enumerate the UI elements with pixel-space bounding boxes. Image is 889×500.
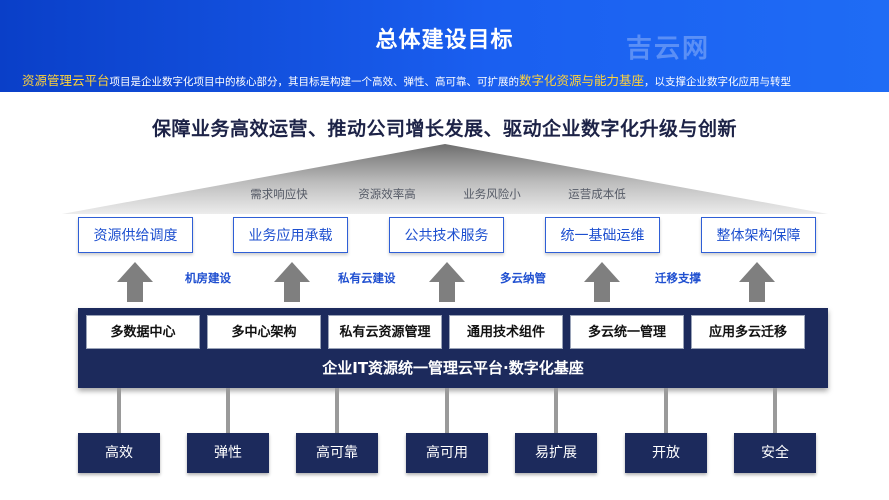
module-multicloud-mgmt: 多云统一管理 [570,315,684,349]
pillar [554,388,558,434]
platform-label: 企业IT资源统一管理云平台·数字化基座 [322,359,584,377]
goal-app-hosting: 业务应用承载 [233,217,348,253]
up-arrow-icon [117,262,153,302]
goal-public-tech-service: 公共技术服务 [389,217,504,253]
subtitle-highlight-base: 数字化资源与能力基座 [519,73,645,88]
subtitle-text: 项目是企业数字化项目中的核心部分，其目标是构建一个高效、弹性、高可靠、可扩展的 [109,76,520,88]
pillar [335,388,339,434]
goal-unified-ops: 统一基础运维 [545,217,660,253]
module-common-components: 通用技术组件 [449,315,563,349]
attribute-available: 高可用 [406,433,488,473]
subtitle: 资源管理云平台项目是企业数字化项目中的核心部分，其目标是构建一个高效、弹性、高可… [22,70,882,89]
subtitle-text-end: ，以支撑企业数字化应用与转型 [644,76,792,88]
attribute-reliable: 高可靠 [296,433,378,473]
roof-label-response: 需求响应快 [250,187,308,201]
roof-label-cost: 运营成本低 [568,187,626,201]
pillar [445,388,449,434]
pillar [226,388,230,434]
up-arrow-icon [584,262,620,302]
watermark: 吉云网 [626,34,711,64]
pillar [117,388,121,434]
module-multi-center-arch: 多中心架构 [207,315,321,349]
header-band [0,0,889,92]
mission-statement: 保障业务高效运营、推动公司增长发展、驱动企业数字化升级与创新 [151,118,737,140]
page-title: 总体建设目标 [375,28,514,53]
module-private-cloud-mgmt: 私有云资源管理 [328,315,442,349]
attribute-scalable: 易扩展 [515,433,597,473]
arrow-label-datacenter: 机房建设 [185,271,231,285]
arrow-label-private-cloud: 私有云建设 [338,271,396,285]
roof-label-risk: 业务风险小 [463,187,521,201]
arrow-label-migration: 迁移支撑 [655,271,701,285]
attribute-elastic: 弹性 [187,433,269,473]
attribute-secure: 安全 [734,433,816,473]
attribute-open: 开放 [625,433,707,473]
goal-resource-scheduling: 资源供给调度 [78,217,193,253]
subtitle-highlight-platform: 资源管理云平台 [22,73,110,88]
pillar [664,388,668,434]
goal-architecture-assurance: 整体架构保障 [701,217,816,253]
up-arrow-icon [739,262,775,302]
attribute-efficient: 高效 [78,433,160,473]
up-arrow-icon [429,262,465,302]
pillar [773,388,777,434]
module-multi-datacenter: 多数据中心 [86,315,200,349]
roof-label-efficiency: 资源效率高 [358,187,416,201]
arrow-label-multicloud: 多云纳管 [500,271,546,285]
module-app-migration: 应用多云迁移 [691,315,805,349]
up-arrow-icon [274,262,310,302]
roof-shape [62,144,828,214]
